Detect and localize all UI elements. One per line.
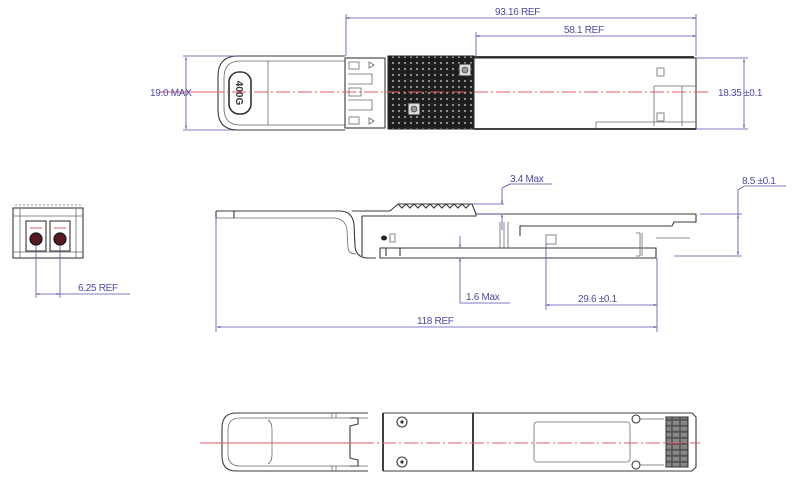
pull-tab: 400G xyxy=(217,55,345,131)
side-view: 3.4 Max 8.5 ±0.1 1.6 Max 29.6 ±0.1 118 R… xyxy=(215,174,786,332)
svg-text:29.6 ±0.1: 29.6 ±0.1 xyxy=(578,294,618,305)
dim-8-5: 8.5 ±0.1 xyxy=(674,176,786,257)
top-view: 400G xyxy=(150,7,763,131)
latch-area xyxy=(344,57,386,129)
svg-text:58.1 REF: 58.1 REF xyxy=(564,25,604,36)
pull-tab-badge xyxy=(228,71,252,115)
label-area xyxy=(533,421,631,463)
module-body xyxy=(473,56,697,130)
lc-port-left xyxy=(29,232,43,246)
dim-93-16-ref: 93.16 REF xyxy=(345,7,697,56)
svg-text:8.5 ±0.1: 8.5 ±0.1 xyxy=(742,176,776,187)
bottom-view xyxy=(200,412,700,472)
svg-text:93.16 REF: 93.16 REF xyxy=(495,7,540,18)
connector-grill xyxy=(665,416,689,468)
svg-text:118 REF: 118 REF xyxy=(417,316,454,327)
dim-18-35: 18.35 ±0.1 xyxy=(696,57,763,130)
dim-6-25-ref: 6.25 REF xyxy=(35,245,130,298)
lc-port-right xyxy=(53,232,67,246)
dim-118-ref: 118 REF xyxy=(215,218,657,332)
svg-text:19.0 MAX: 19.0 MAX xyxy=(150,88,192,99)
front-view: 6.25 REF xyxy=(12,204,130,298)
svg-text:3.4 Max: 3.4 Max xyxy=(510,174,544,185)
dim-3-4-max: 3.4 Max xyxy=(472,174,552,230)
dim-29-6: 29.6 ±0.1 xyxy=(545,244,658,332)
svg-text:6.25 REF: 6.25 REF xyxy=(78,283,118,294)
dim-58-1-ref: 58.1 REF xyxy=(475,25,696,56)
dim-1-6-max: 1.6 Max xyxy=(459,236,510,304)
svg-text:18.35 ±0.1: 18.35 ±0.1 xyxy=(718,88,763,99)
pull-tab-label: 400G xyxy=(233,81,244,106)
dim-19-0-max: 19.0 MAX xyxy=(150,55,236,131)
svg-text:1.6 Max: 1.6 Max xyxy=(466,292,500,303)
